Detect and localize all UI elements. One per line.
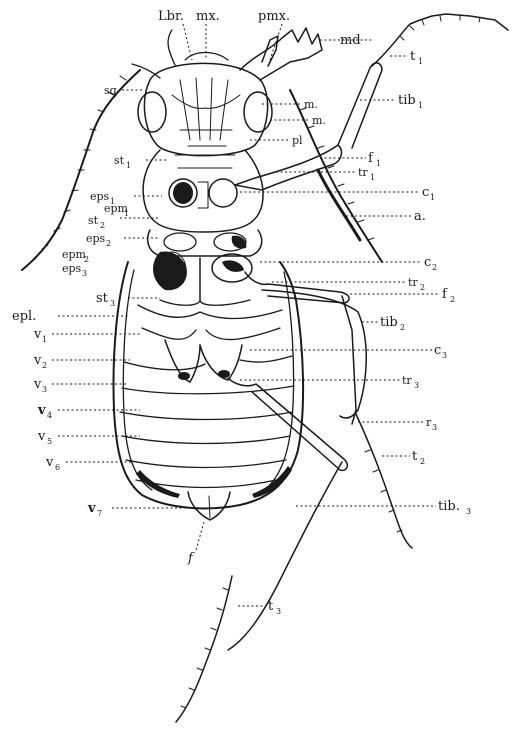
label-tb1: tib <box>398 93 416 108</box>
labels-left: sq st 1 eps 1 epm 1 st 2 eps 2 epm 2 eps… <box>12 84 131 518</box>
label-f: f <box>187 551 195 566</box>
label-tib3: tib. <box>438 499 460 514</box>
label-v5: v <box>37 429 46 444</box>
label-tr1-sub: 1 <box>370 173 375 182</box>
label-st3: st <box>96 291 109 306</box>
label-c3-sub: 3 <box>442 351 447 360</box>
label-pmx: pmx. <box>258 9 290 24</box>
labels-top: Lbr. mx. pmx. <box>158 9 290 24</box>
label-tb2-sub: 2 <box>400 323 405 332</box>
left-eye <box>138 92 166 132</box>
label-tb2: tib <box>380 315 398 330</box>
right-antenna <box>290 90 382 262</box>
label-tr2-sub: 2 <box>420 283 425 292</box>
label-sq: sq <box>104 84 117 97</box>
label-mx: mx. <box>196 9 220 24</box>
label-v4: v <box>37 403 46 418</box>
abdomen <box>114 262 304 520</box>
label-eps2: eps <box>86 232 106 245</box>
label-t1-sub: 1 <box>418 57 423 66</box>
label-md: md <box>340 33 361 48</box>
label-st2-sub: 2 <box>100 221 105 230</box>
label-f2: f <box>442 287 448 302</box>
prothorax <box>143 150 263 232</box>
label-v3-sub: 3 <box>42 385 47 394</box>
label-m-b: m. <box>312 114 326 127</box>
label-f1: f <box>368 151 374 166</box>
label-tr2: tr <box>408 276 418 289</box>
labels-bottom: f <box>187 551 195 566</box>
label-v6: v <box>45 455 54 470</box>
label-tr3: tr <box>402 374 412 387</box>
label-pl: pl <box>292 134 303 147</box>
right-elytron <box>262 290 366 418</box>
label-c1: c <box>422 185 429 200</box>
label-st1: st <box>114 154 125 167</box>
label-f1-sub: 1 <box>376 159 381 168</box>
label-v5-sub: 5 <box>47 437 52 446</box>
hind-leg <box>176 378 347 722</box>
label-t3: t <box>268 599 274 614</box>
label-m-a: m. <box>304 98 318 111</box>
label-eps3-sub: 3 <box>82 269 87 278</box>
label-tib3-sub: 3 <box>466 507 471 516</box>
label-f2-sub: 2 <box>450 295 455 304</box>
label-epm2: epm <box>62 248 87 261</box>
metathorax <box>153 252 252 306</box>
label-lbr: Lbr. <box>158 9 184 24</box>
label-v7-sub: 7 <box>97 509 102 518</box>
label-t2: t <box>412 449 418 464</box>
label-st3-sub: 3 <box>110 299 115 308</box>
label-r3-sub: 3 <box>432 423 437 432</box>
label-st1-sub: 1 <box>126 161 131 170</box>
label-t2-sub: 2 <box>420 457 425 466</box>
label-v1-sub: 1 <box>42 335 47 344</box>
label-v3: v <box>33 377 42 392</box>
right-fore-coxa <box>209 179 237 207</box>
label-st2: st <box>88 214 99 227</box>
label-t1: t <box>410 49 416 64</box>
label-t3-sub: 3 <box>276 607 281 616</box>
label-tb1-sub: 1 <box>418 101 423 110</box>
label-c1-sub: 1 <box>430 193 435 202</box>
label-v4-sub: 4 <box>47 411 52 420</box>
label-v2-sub: 2 <box>42 361 47 370</box>
label-c2: c <box>424 255 431 270</box>
label-tr3-sub: 3 <box>414 381 419 390</box>
label-eps3: eps <box>62 262 82 275</box>
label-v1: v <box>33 327 42 342</box>
label-epl: epl. <box>12 309 36 324</box>
label-c3: c <box>434 343 441 358</box>
label-c2-sub: 2 <box>432 263 437 272</box>
label-a: a. <box>414 209 426 224</box>
label-v7: v <box>87 501 96 516</box>
label-tr1: tr <box>358 166 368 179</box>
label-epm2-sub: 2 <box>84 255 89 264</box>
label-v2: v <box>33 353 42 368</box>
left-antenna <box>22 70 140 270</box>
label-epm1-sub: 1 <box>124 209 129 218</box>
label-eps2-sub: 2 <box>106 239 111 248</box>
label-v6-sub: 6 <box>55 463 60 472</box>
